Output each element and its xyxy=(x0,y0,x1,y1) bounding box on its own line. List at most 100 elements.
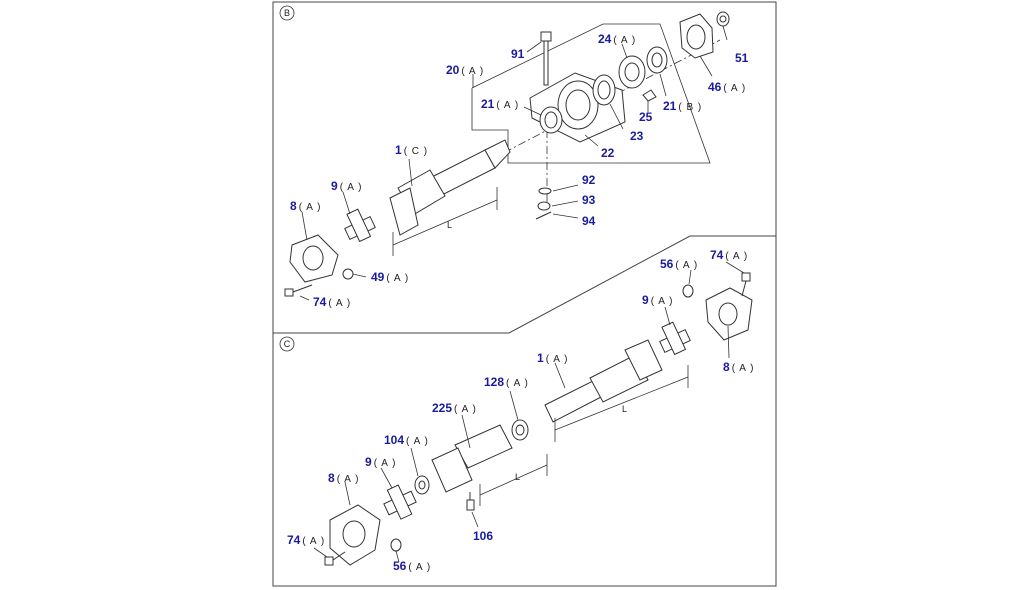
nut-56-lower xyxy=(390,538,402,552)
callout-b-49: 49( A ) xyxy=(371,270,409,284)
callout-c-9b: 9( A ) xyxy=(365,455,396,469)
section-c-label: C xyxy=(284,339,291,349)
flange-yoke-8-b xyxy=(289,234,339,283)
shim-25 xyxy=(642,89,657,102)
callout-number: 8( A ) xyxy=(290,199,321,213)
callout-number: 9( A ) xyxy=(331,179,362,193)
callout-c-74a: 74( A ) xyxy=(710,248,748,262)
callout-number: 74( A ) xyxy=(710,248,748,262)
callout-c-225: 225( A ) xyxy=(432,401,477,415)
nut-51 xyxy=(716,11,730,27)
slip-yoke-225 xyxy=(431,424,513,493)
callout-number: 93 xyxy=(582,193,596,207)
callout-b-24: 24( A ) xyxy=(598,32,636,46)
bearing-holder-24 xyxy=(618,55,646,89)
callout-b-93: 93 xyxy=(582,193,596,207)
callout-number: 24( A ) xyxy=(598,32,636,46)
drive-shaft-1c xyxy=(389,139,511,236)
section-divider xyxy=(273,235,776,334)
callout-number: 225( A ) xyxy=(432,401,477,415)
callout-b-94: 94 xyxy=(582,214,596,228)
dimension-b: L xyxy=(392,187,498,256)
callout-number: 9( A ) xyxy=(642,293,673,307)
callout-number: 74( A ) xyxy=(313,295,351,309)
leader-lines xyxy=(299,25,745,563)
nut-93 xyxy=(537,201,551,211)
bolt-91 xyxy=(540,31,552,86)
section-c-marker: C xyxy=(279,336,295,352)
callout-b-25: 25 xyxy=(639,110,653,124)
callout-number: 91 xyxy=(511,47,525,61)
section-b-label: B xyxy=(284,8,290,18)
seal-21a xyxy=(539,106,563,134)
flange-yoke-8-c-upper xyxy=(705,287,753,341)
callout-number: 92 xyxy=(582,173,596,187)
callout-b-9: 9( A ) xyxy=(331,179,362,193)
flange-yoke-8-c-lower xyxy=(329,504,381,566)
callout-number: 1( C ) xyxy=(395,143,428,157)
callout-number: 49( A ) xyxy=(371,270,409,284)
callout-b-46: 46( A ) xyxy=(708,80,746,94)
callout-c-56b: 56( A ) xyxy=(393,559,431,573)
dimension-c-lower-label: L xyxy=(515,472,520,482)
callout-number: 106 xyxy=(473,529,493,543)
callout-c-128: 128( A ) xyxy=(484,375,529,389)
callout-number: 104( A ) xyxy=(384,433,429,447)
callout-b-92: 92 xyxy=(582,173,596,187)
callout-number: 8( A ) xyxy=(723,360,754,374)
callout-number: 56( A ) xyxy=(660,257,698,271)
callout-b-8: 8( A ) xyxy=(290,199,321,213)
callout-b-20: 20( A ) xyxy=(446,63,484,77)
callout-b-74: 74( A ) xyxy=(313,295,351,309)
bolt-74-b xyxy=(284,284,313,297)
nut-49 xyxy=(342,268,354,280)
center-bearing-group-outline xyxy=(471,23,711,164)
flange-46 xyxy=(679,13,714,59)
bolt-74-c-upper xyxy=(741,272,751,297)
callout-c-1: 1( A ) xyxy=(537,351,568,365)
washer-92 xyxy=(538,187,552,195)
callout-number: 94 xyxy=(582,214,596,228)
callout-number: 23 xyxy=(630,129,644,143)
drive-shaft-1a xyxy=(544,339,663,423)
pin-94 xyxy=(535,211,552,220)
callout-c-56a: 56( A ) xyxy=(660,257,698,271)
callout-number: 1( A ) xyxy=(537,351,568,365)
callout-number: 8( A ) xyxy=(328,471,359,485)
callout-number: 51 xyxy=(735,51,749,65)
callout-number: 56( A ) xyxy=(393,559,431,573)
callout-c-104: 104( A ) xyxy=(384,433,429,447)
dimension-c-upper-label: L xyxy=(622,404,627,414)
seal-21b xyxy=(646,46,668,74)
universal-joint-9-b xyxy=(344,208,376,243)
callout-labels: 91 24( A ) 20( A ) 51 46( A ) 21( A ) 21( B ) 2… xyxy=(287,32,754,573)
callout-number: 25 xyxy=(639,110,653,124)
callout-number: 74( A ) xyxy=(287,533,325,547)
callout-c-8a: 8( A ) xyxy=(723,360,754,374)
callout-number: 46( A ) xyxy=(708,80,746,94)
callout-number: 128( A ) xyxy=(484,375,529,389)
callout-number: 9( A ) xyxy=(365,455,396,469)
callout-b-22: 22 xyxy=(601,146,615,160)
grease-nipple-106 xyxy=(466,492,475,511)
callout-c-106: 106 xyxy=(473,529,493,543)
callout-c-9a: 9( A ) xyxy=(642,293,673,307)
callout-number: 21( B ) xyxy=(663,99,702,113)
callout-b-91: 91 xyxy=(511,47,525,61)
dimension-b-label: L xyxy=(447,220,452,230)
callout-c-74b: 74( A ) xyxy=(287,533,325,547)
universal-joint-9-c-upper xyxy=(659,321,691,356)
callout-b-1: 1( C ) xyxy=(395,143,428,157)
callout-b-21a: 21( A ) xyxy=(481,97,519,111)
callout-number: 20( A ) xyxy=(446,63,484,77)
callout-b-21b: 21( B ) xyxy=(663,99,702,113)
callout-number: 21( A ) xyxy=(481,97,519,111)
dimension-c-upper: L xyxy=(554,365,689,442)
callout-b-23: 23 xyxy=(630,129,644,143)
universal-joint-9-c-lower xyxy=(383,484,417,520)
bearing-23 xyxy=(592,74,616,106)
nut-56-upper xyxy=(682,284,694,298)
diagram-border xyxy=(272,1,777,587)
callout-c-8b: 8( A ) xyxy=(328,471,359,485)
